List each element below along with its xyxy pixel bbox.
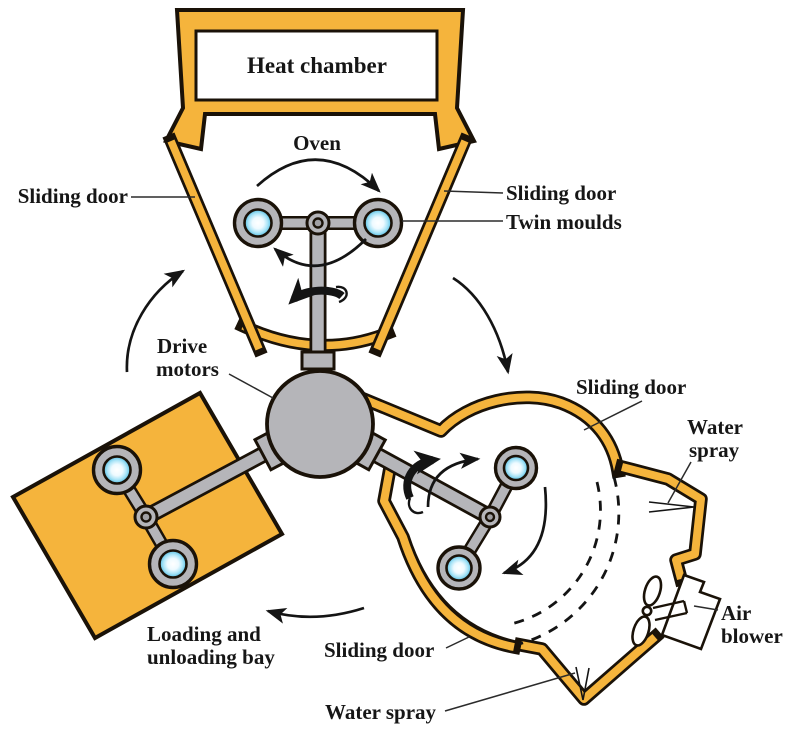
oven-spin-arrow-bottom — [273, 238, 367, 268]
air-blower-label-line2: blower — [721, 624, 783, 648]
oven-spin-arrow-top — [256, 158, 381, 193]
carousel-arrow-left — [125, 269, 186, 373]
sliding-door-label-cooling-bottom: Sliding door — [324, 638, 434, 662]
cooling-sliding-door-bottom — [380, 467, 515, 651]
air-blower-mount-line-2 — [654, 611, 688, 622]
sliding-door-left-panel — [167, 139, 263, 351]
carousel-hub — [141, 228, 495, 525]
sliding-door-label-cooling-top: Sliding door — [576, 375, 686, 399]
drive-motors-label-line1: Drive — [157, 334, 207, 358]
leader-drive-motors — [228, 373, 274, 399]
leader-lines — [131, 190, 719, 712]
water-spray-nozzle-right — [648, 501, 695, 513]
carousel-arrow-bottom — [265, 606, 365, 624]
mould-pivot-cooling-center — [484, 511, 496, 523]
rotation-arrows — [125, 158, 548, 624]
mould-lower-cavity — [158, 549, 188, 579]
loading-bay-label-line2: unloading bay — [147, 645, 275, 669]
leader-cooling-door-bottom — [445, 636, 470, 649]
labels: Heat chamber Oven Sliding door Sliding d… — [18, 53, 783, 724]
fan-hub — [641, 605, 653, 617]
loading-bay-label-line1: Loading and — [147, 622, 261, 646]
carousel-arrow-right — [452, 276, 513, 375]
leader-air-blower — [693, 605, 719, 611]
heat-chamber-label: Heat chamber — [247, 53, 387, 78]
twin-moulds-oven — [232, 197, 404, 249]
sliding-door-right-panel — [373, 139, 469, 351]
mould-pivot-oven-center — [312, 217, 324, 229]
water-spray-label-bottom: Water spray — [325, 700, 437, 724]
leader-water-spray-bottom — [444, 672, 576, 712]
twin-moulds-loading — [91, 444, 199, 590]
mould-left-cavity — [243, 208, 273, 238]
water-spray-nozzle-bottom — [575, 666, 590, 701]
arm-rotation-curl-top — [335, 285, 348, 304]
cooling-wall-right — [620, 463, 705, 581]
drive-motor-hub — [265, 369, 375, 479]
sliding-door-label-left: Sliding door — [18, 184, 128, 208]
oven-label: Oven — [293, 131, 341, 155]
cooling-sliding-door-top — [359, 393, 622, 472]
mould-right-cavity — [363, 208, 393, 238]
cooling-wall-bottom — [520, 633, 658, 703]
arm-rotation-arrow-right — [403, 450, 441, 500]
drive-motors-label-line2: motors — [156, 357, 219, 381]
air-blower-unit — [631, 573, 722, 651]
air-blower-label-line1: Air — [721, 601, 751, 625]
mould-upper-cavity — [102, 455, 132, 485]
sliding-door-label-right: Sliding door — [506, 181, 616, 205]
mould-pivot-loading-center — [140, 511, 152, 523]
arm-rotation-curl-right — [407, 497, 424, 515]
arm-rotation-arrow-top — [288, 277, 345, 305]
spray-path-dashed-outer — [518, 476, 621, 646]
air-blower-bracket — [660, 573, 722, 651]
twin-moulds-cooling — [436, 445, 539, 591]
cooling-spin-arrow-bottom — [501, 486, 548, 576]
mould-lower-cavity — [445, 554, 473, 582]
mould-upper-cavity — [502, 454, 530, 482]
leader-cooling-door-top — [583, 400, 643, 431]
twin-moulds-label: Twin moulds — [506, 210, 622, 234]
heat-chamber-panel — [194, 29, 439, 102]
water-spray-label-right-line1: Water — [687, 415, 743, 439]
water-spray-label-right-line2: spray — [689, 438, 740, 462]
oven-station — [162, 8, 477, 358]
air-blower-mount-line-3 — [682, 600, 689, 614]
cooling-wall-right-outline — [613, 458, 708, 588]
arm-collar-top — [300, 350, 336, 371]
air-blower-mount-line-1 — [652, 599, 685, 610]
fan-blade-top — [642, 575, 663, 607]
leader-sliding-door-right — [443, 190, 504, 194]
fan-blade-bottom — [631, 615, 651, 647]
leader-water-spray-right — [667, 461, 692, 504]
cooling-station — [352, 389, 722, 706]
spray-path-dashed-inner — [510, 481, 602, 626]
